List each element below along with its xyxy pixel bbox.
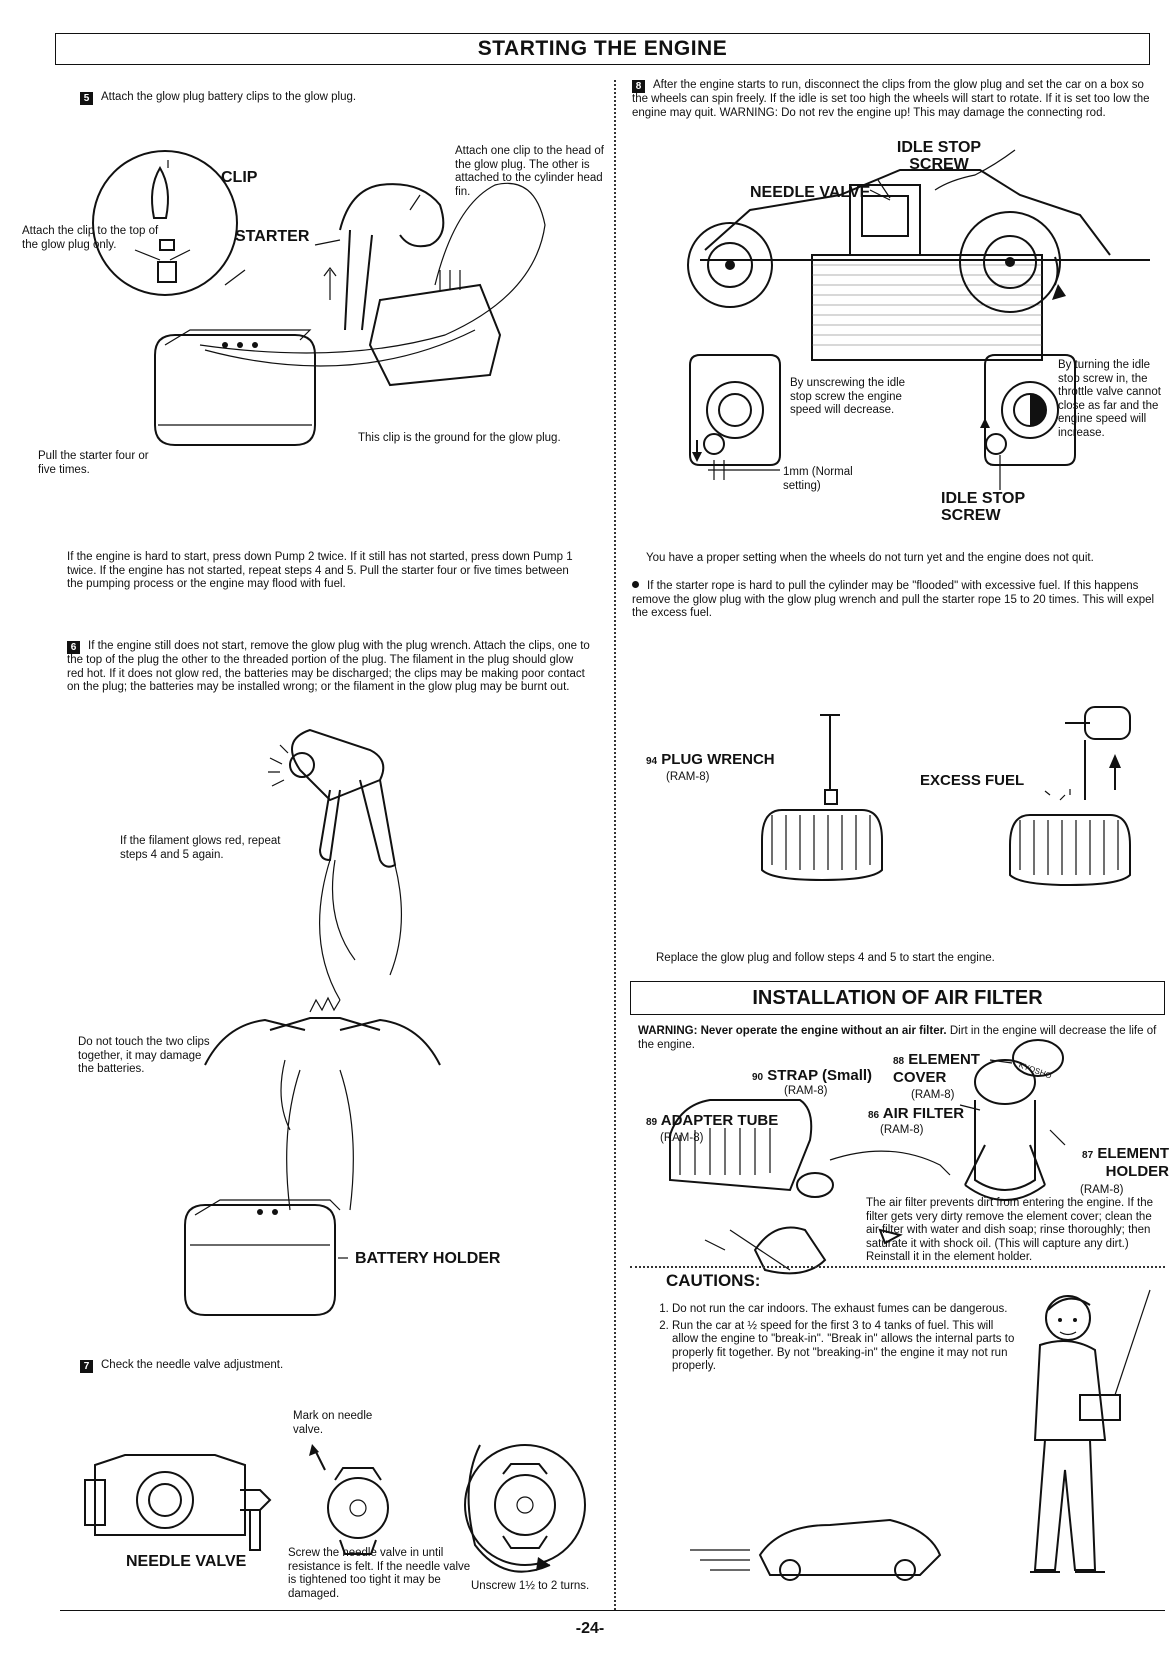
car-needle-valve-label: NEEDLE VALVE: [750, 184, 871, 201]
step-5: 5 Attach the glow plug battery clips to t…: [80, 91, 580, 105]
caution-item: Run the car at ½ speed for the first 3 t…: [672, 1320, 1020, 1374]
air-filter-warning: WARNING: Never operate the engine withou…: [638, 1025, 1157, 1051]
idle-unscrew-note: By unscrewing the idle stop screw the en…: [790, 377, 906, 416]
step-text: Attach the glow plug battery clips to th…: [101, 91, 357, 103]
car-on-box-illustration: [687, 149, 1150, 361]
plug-wrench-illustration: [761, 706, 1131, 887]
page-number: -24-: [575, 1620, 605, 1637]
step-text: Check the needle valve adjustment.: [101, 1359, 284, 1371]
step-text: If the engine still does not start, remo…: [67, 640, 590, 693]
step-number: 6: [67, 641, 80, 654]
step-number: 7: [80, 1360, 93, 1373]
part-number: 94: [646, 756, 658, 767]
pull-starter-note: Pull the starter four or five times.: [38, 450, 149, 476]
needle-unscrew-note: Unscrew 1½ to 2 turns.: [471, 1580, 590, 1592]
footer-rule: [60, 1610, 1165, 1611]
strap-label: 90 STRAP (Small): [752, 1067, 873, 1084]
filament-note: If the filament glows red, repeat steps …: [120, 835, 281, 861]
step-number: 5: [80, 92, 93, 105]
ground-note: This clip is the ground for the glow plu…: [358, 432, 561, 444]
idle-stop-screw-label-2: IDLE STOP SCREW: [941, 490, 1025, 524]
step-7: 7 Check the needle valve adjustment.: [80, 1359, 560, 1373]
strap-part: (RAM-8): [784, 1085, 828, 1097]
section-divider: [630, 1266, 1165, 1268]
idle-stop-screw-label: IDLE STOP SCREW: [896, 139, 982, 173]
air-filter-part: (RAM-8): [880, 1124, 924, 1136]
needle-valve-label: NEEDLE VALVE: [126, 1553, 247, 1570]
battery-holder-illustration: [184, 996, 441, 1316]
needle-mark-note: Mark on needle valve.: [293, 1410, 373, 1436]
air-filter-label: 86 AIR FILTER: [868, 1105, 965, 1122]
column-divider: [614, 80, 616, 1610]
element-holder-label: 87 ELEMENT HOLDER: [1082, 1145, 1169, 1180]
replace-glow-plug-note: Replace the glow plug and follow steps 4…: [656, 952, 995, 964]
cautions-list: Do not run the car indoors. The exhaust …: [650, 1303, 1020, 1377]
plug-wrench-part: (RAM-8): [666, 771, 710, 783]
glow-plug-illustration: [92, 150, 546, 446]
starter-label: STARTER: [235, 228, 310, 245]
hard-start-paragraph: If the engine is hard to start, press do…: [67, 551, 573, 590]
battery-holder-label: BATTERY HOLDER: [355, 1250, 501, 1267]
needle-valve-illustration: [84, 1444, 586, 1573]
element-holder-part: (RAM-8): [1080, 1184, 1124, 1196]
step-text: After the engine starts to run, disconne…: [632, 79, 1150, 119]
proper-setting-note: You have a proper setting when the wheel…: [646, 552, 1094, 564]
bullet-icon: [632, 581, 639, 588]
idle-adjust-illustration: [689, 354, 1076, 490]
needle-screw-note: Screw the needle valve in until resistan…: [288, 1547, 471, 1600]
attach-top-note: Attach the clip to the top of the glow p…: [22, 225, 159, 251]
clip-label: CLIP: [221, 169, 258, 186]
adapter-tube-label: 89 ADAPTER TUBE: [646, 1112, 779, 1129]
air-filter-section-title: INSTALLATION OF AIR FILTER: [630, 981, 1165, 1015]
step-number: 8: [632, 80, 645, 93]
normal-setting-note: 1mm (Normal setting): [783, 466, 853, 492]
clips-warning-note: Do not touch the two clips together, it …: [78, 1036, 210, 1075]
adapter-tube-part: (RAM-8): [660, 1132, 704, 1144]
driver-with-car-illustration: [690, 1289, 1151, 1581]
filament-test-illustration: [268, 728, 403, 1001]
element-cover-label: 88 ELEMENT COVER: [893, 1051, 980, 1086]
caution-item: Do not run the car indoors. The exhaust …: [672, 1303, 1020, 1317]
cautions-title: CAUTIONS:: [666, 1271, 761, 1290]
excess-fuel-label: EXCESS FUEL: [920, 772, 1025, 789]
idle-turning-note: By turning the idle stop screw in, the t…: [1058, 359, 1161, 439]
air-filter-illustration: [669, 1039, 1066, 1275]
flooded-note: If the starter rope is hard to pull the …: [632, 580, 1155, 619]
plug-wrench-label: 94 PLUG WRENCH: [646, 751, 775, 768]
page-title: STARTING THE ENGINE: [55, 33, 1150, 65]
attach-one-note: Attach one clip to the head of the glow …: [455, 145, 604, 198]
air-filter-description: The air filter prevents dirt from enteri…: [866, 1197, 1154, 1263]
element-cover-part: (RAM-8): [911, 1089, 955, 1101]
